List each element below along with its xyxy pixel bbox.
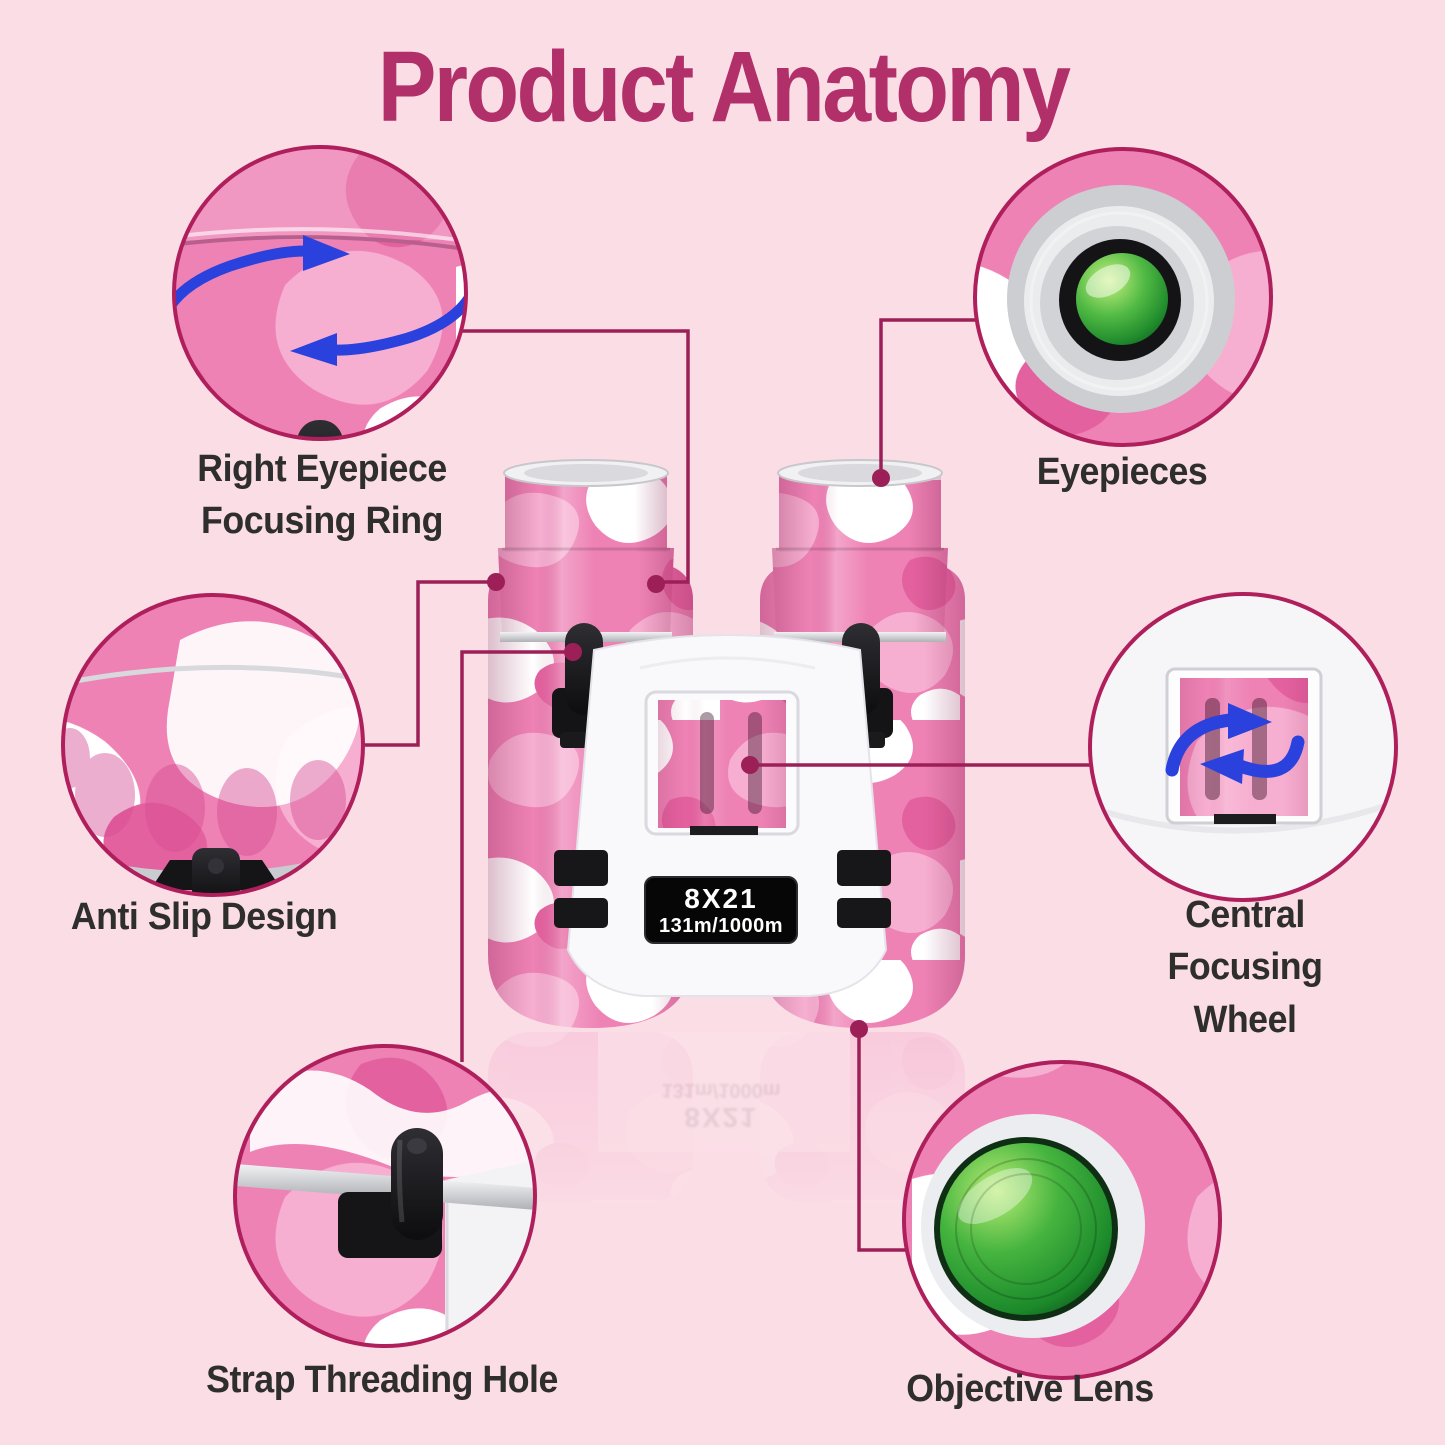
spec-field-of-view: 131m/1000m [659, 914, 783, 937]
label-eyepieces: Eyepieces [1036, 451, 1208, 493]
callout-circle-objective-lens [902, 1060, 1222, 1380]
label-anti-slip-design: Anti Slip Design [70, 896, 338, 938]
label-strap-threading-hole: Strap Threading Hole [206, 1359, 558, 1401]
spec-display-reflection: 8X21 131m/1000m [661, 1079, 781, 1133]
objective-lens-glass [940, 1143, 1112, 1315]
spec-display-text: 8X21 131m/1000m [645, 879, 797, 943]
rotation-arrows-icon [174, 235, 466, 366]
connector-anti-slip [362, 580, 488, 747]
callout-circle-strap-hole [233, 1044, 537, 1348]
spec-display [644, 876, 798, 944]
connector-right-eyepiece [458, 329, 690, 584]
focus-wheel-arrows-icon [1165, 703, 1305, 784]
right-eyepiece [772, 459, 948, 642]
spec-magnification: 8X21 [684, 883, 758, 915]
callout-circle-focusing-wheel [1088, 592, 1398, 902]
callout-circle-eyepieces [973, 147, 1273, 447]
label-central-focusing-wheel: Central Focusing Wheel [1167, 894, 1323, 1041]
connector-eyepieces [879, 318, 976, 470]
page-title: Product Anatomy [377, 31, 1070, 143]
left-eyepiece [498, 459, 674, 642]
strap-hole [407, 1138, 427, 1154]
center-bridge [554, 634, 891, 997]
connector-strap-hole [460, 650, 567, 1062]
callout-dots [487, 469, 890, 1038]
label-objective-lens: Objective Lens [906, 1368, 1154, 1410]
binoculars [488, 459, 965, 1028]
connector-objective-lens [857, 1034, 906, 1252]
strap-pin [391, 1128, 443, 1240]
label-right-eyepiece-focusing-ring: Right Eyepiece Focusing Ring [197, 448, 447, 543]
callout-connectors [362, 318, 1092, 1252]
anti-slip-dimples [63, 728, 346, 856]
